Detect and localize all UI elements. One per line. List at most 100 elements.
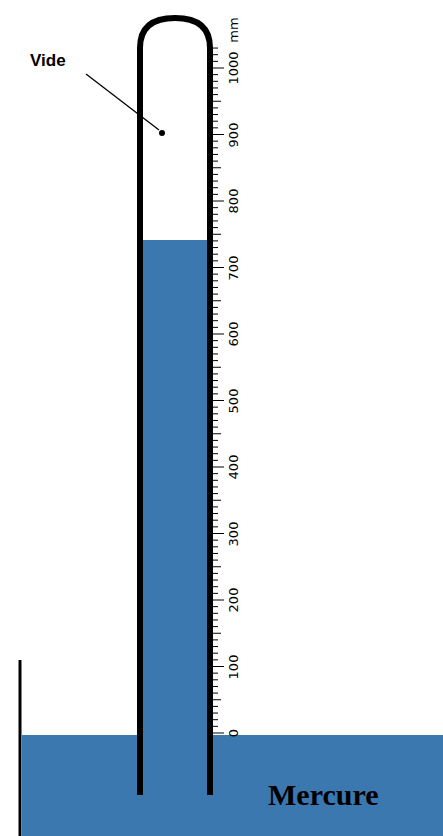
scale-tick (213, 393, 218, 394)
scale-tick (213, 320, 218, 321)
scale-tick (213, 347, 218, 348)
scale-tick (213, 639, 218, 640)
scale-tick (213, 314, 218, 315)
scale-tick (213, 726, 218, 727)
scale-tick (213, 526, 218, 527)
scale-tick (213, 447, 218, 448)
scale-tick (213, 713, 218, 714)
mercury-label: Mercure (268, 780, 379, 810)
scale-tick (213, 566, 221, 567)
scale-tick (213, 387, 218, 388)
scale-tick (213, 373, 218, 374)
scale-tick (213, 141, 218, 142)
scale-tick (213, 699, 221, 700)
scale-tick (213, 467, 224, 468)
scale-tick (213, 48, 218, 49)
scale-tick (213, 101, 221, 102)
scale-tick (213, 300, 221, 301)
scale-tick (213, 460, 218, 461)
scale-tick (213, 619, 218, 620)
scale-tick (213, 546, 218, 547)
glass-tube (140, 18, 210, 795)
scale-tick (213, 673, 218, 674)
scale-tick (213, 87, 218, 88)
scale-tick (213, 506, 218, 507)
scale-number: 200 (227, 588, 240, 613)
scale-tick (213, 659, 218, 660)
scale-tick (213, 254, 218, 255)
scale-tick (213, 440, 218, 441)
scale-tick (213, 54, 218, 55)
scale-tick (213, 380, 218, 381)
scale-tick (213, 240, 218, 241)
scale-tick (213, 207, 218, 208)
scale-tick (213, 334, 224, 335)
scale-tick (213, 646, 218, 647)
scale-tick (213, 413, 218, 414)
scale-tick (213, 540, 218, 541)
scale-tick (213, 367, 221, 368)
scale-tick (213, 121, 218, 122)
scale-tick (213, 307, 218, 308)
scale-tick (213, 533, 224, 534)
leader-line (86, 74, 159, 130)
scale-tick (213, 573, 218, 574)
scale-tick (213, 294, 218, 295)
scale-tick (213, 486, 218, 487)
mercury-column (143, 240, 207, 795)
scale-tick (213, 513, 218, 514)
scale-tick (213, 520, 218, 521)
scale-tick (213, 586, 218, 587)
scale-number: 1000 (227, 51, 240, 84)
scale-tick (213, 473, 218, 474)
scale-tick (213, 167, 221, 168)
scale-tick (213, 407, 218, 408)
scale-number: 300 (227, 521, 240, 546)
scale-tick (213, 220, 218, 221)
scale-number: 700 (227, 255, 240, 280)
scale-tick (213, 600, 224, 601)
scale-tick (213, 453, 218, 454)
scale-tick (213, 706, 218, 707)
scale-tick (213, 686, 218, 687)
scale-tick (213, 593, 218, 594)
scale-tick (213, 287, 218, 288)
mercury-bath (22, 735, 443, 836)
scale-tick (213, 433, 221, 434)
scale-tick (213, 626, 218, 627)
scale-tick (213, 327, 218, 328)
scale-number: 800 (227, 189, 240, 214)
scale-tick (213, 234, 221, 235)
scale-tick (213, 154, 218, 155)
scale-tick (213, 420, 218, 421)
scale-tick (213, 134, 224, 135)
scale-tick (213, 174, 218, 175)
scale-number: 600 (227, 322, 240, 347)
scale-tick (213, 679, 218, 680)
scale-tick (213, 500, 221, 501)
scale-tick (213, 360, 218, 361)
scale-tick (213, 719, 218, 720)
scale-number: 100 (227, 654, 240, 679)
scale-tick (213, 68, 224, 69)
scale-tick (213, 94, 218, 95)
bath-wall (19, 660, 22, 836)
scale-tick (213, 61, 218, 62)
scale-tick (213, 427, 218, 428)
scale-tick (213, 127, 218, 128)
scale-tick (213, 181, 218, 182)
scale-tick (213, 633, 221, 634)
scale-number: 400 (227, 455, 240, 480)
scale-number: 500 (227, 388, 240, 413)
scale-tick (213, 480, 218, 481)
scale-tick (213, 81, 218, 82)
scale-tick (213, 214, 218, 215)
scale-tick (213, 613, 218, 614)
scale-tick (213, 493, 218, 494)
scale-tick (213, 553, 218, 554)
scale-tick (213, 693, 218, 694)
scale-tick (213, 161, 218, 162)
scale-tick (213, 260, 218, 261)
scale-tick (213, 201, 224, 202)
